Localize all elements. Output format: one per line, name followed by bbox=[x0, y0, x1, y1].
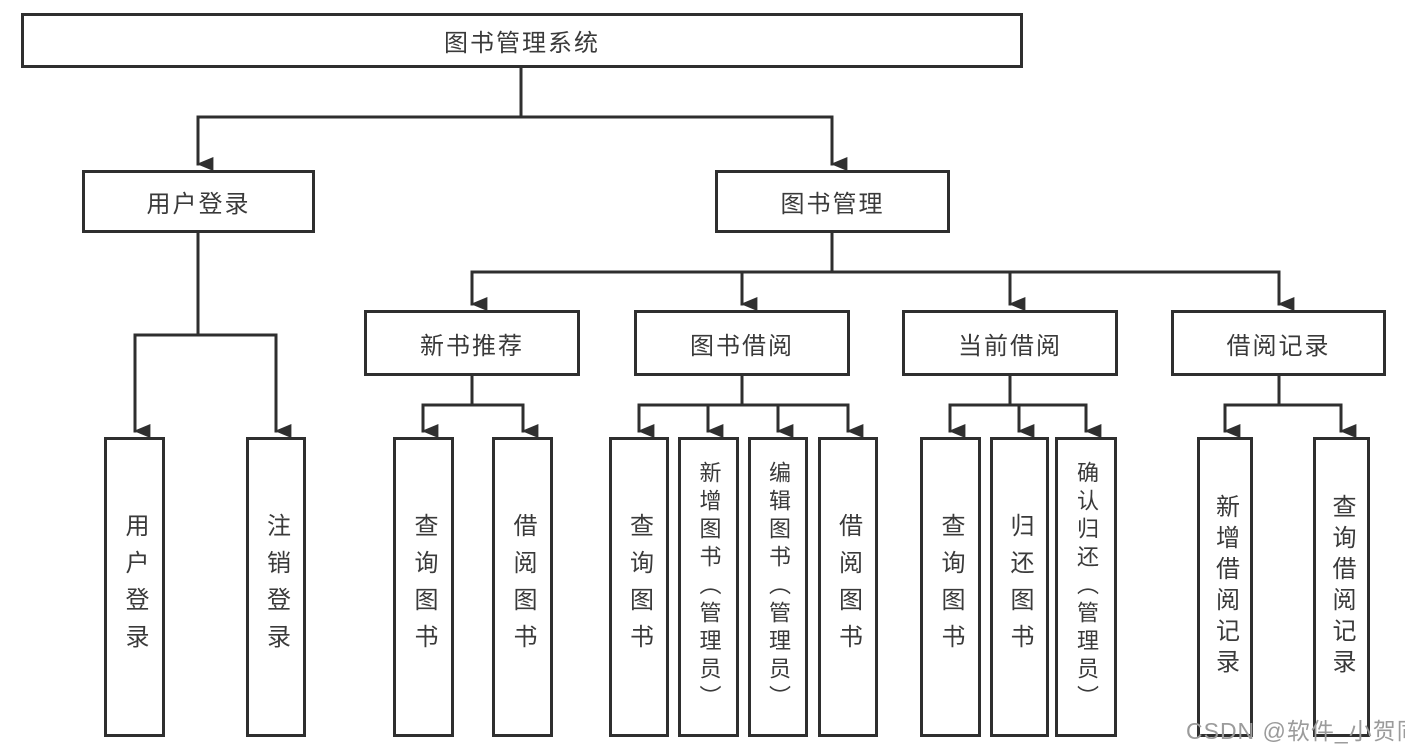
leaf-label: 用户登录 bbox=[121, 513, 148, 661]
node-current-borrowing: 当前借阅 bbox=[902, 310, 1118, 376]
leaf-label: 编辑图书（管理员） bbox=[766, 461, 791, 713]
leaf-borrow-books-recommend: 借阅图书 bbox=[492, 437, 553, 737]
leaf-label: 注销登录 bbox=[262, 513, 290, 661]
leaf-label: 新增借阅记录 bbox=[1211, 494, 1239, 680]
leaf-label: 查询图书 bbox=[410, 513, 437, 661]
leaf-borrow-books: 借阅图书 bbox=[818, 437, 878, 737]
node-label: 新书推荐 bbox=[420, 332, 524, 360]
node-borrowing-records: 借阅记录 bbox=[1171, 310, 1386, 376]
node-label: 借阅记录 bbox=[1226, 332, 1331, 360]
leaf-confirm-return-admin: 确认归还（管理员） bbox=[1055, 437, 1117, 737]
leaf-label: 借阅图书 bbox=[509, 513, 536, 661]
node-user-login: 用户登录 bbox=[82, 170, 315, 233]
leaf-return-book: 归还图书 bbox=[990, 437, 1049, 737]
node-label: 图书管理系统 bbox=[444, 30, 600, 57]
leaf-query-books-current: 查询图书 bbox=[920, 437, 981, 737]
leaf-label: 查询图书 bbox=[937, 513, 964, 661]
leaf-add-book-admin: 新增图书（管理员） bbox=[678, 437, 739, 737]
node-book-borrowing: 图书借阅 bbox=[634, 310, 850, 376]
leaf-user-login: 用户登录 bbox=[104, 437, 165, 737]
csdn-watermark: CSDN @软件_小贺同学 bbox=[1186, 718, 1405, 744]
node-label: 图书管理 bbox=[780, 191, 885, 218]
leaf-label: 归还图书 bbox=[1006, 513, 1033, 661]
leaf-label: 查询借阅记录 bbox=[1328, 494, 1355, 680]
leaf-query-books-recommend: 查询图书 bbox=[393, 437, 454, 737]
leaf-label: 查询图书 bbox=[625, 513, 653, 661]
node-new-book-recommend: 新书推荐 bbox=[364, 310, 580, 376]
leaf-label: 借阅图书 bbox=[834, 513, 862, 661]
leaf-edit-book-admin: 编辑图书（管理员） bbox=[748, 437, 808, 737]
node-library-management-system: 图书管理系统 bbox=[21, 13, 1023, 68]
leaf-query-books-borrow: 查询图书 bbox=[609, 437, 669, 737]
node-label: 当前借阅 bbox=[958, 332, 1062, 360]
node-book-management: 图书管理 bbox=[715, 170, 950, 233]
node-label: 用户登录 bbox=[146, 191, 251, 218]
leaf-query-borrow-record: 查询借阅记录 bbox=[1313, 437, 1370, 737]
leaf-add-borrow-record: 新增借阅记录 bbox=[1197, 437, 1253, 737]
leaf-label: 确认归还（管理员） bbox=[1074, 461, 1099, 713]
leaf-label: 新增图书（管理员） bbox=[696, 461, 722, 713]
leaf-logout: 注销登录 bbox=[246, 437, 306, 737]
node-label: 图书借阅 bbox=[690, 332, 794, 360]
